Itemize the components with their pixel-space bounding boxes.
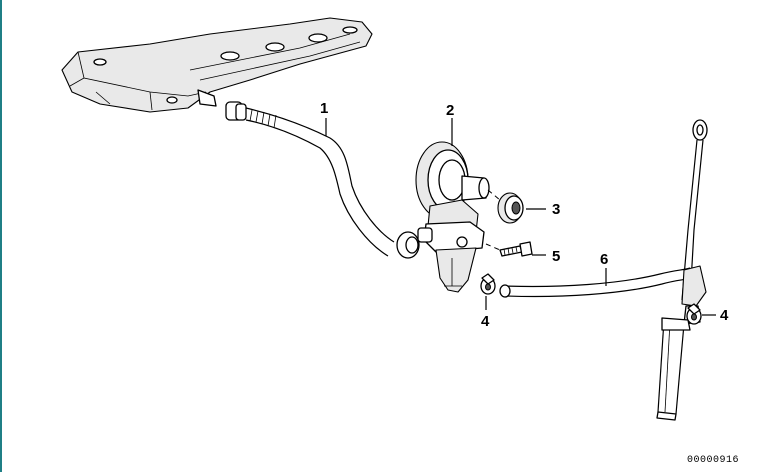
callout-6: 6 [600,251,608,268]
callout-3: 3 [552,201,560,218]
part-5-screw [499,241,533,257]
part-3-grommet [497,192,524,224]
part-1-vent-hose [225,101,420,259]
leader-lines [325,118,716,316]
part-6-return-hose [499,267,693,298]
callout-5: 5 [552,248,560,265]
dipstick-guide-tube-lower [656,119,708,421]
callout-1: 1 [320,100,328,117]
part-4-clamp-left [480,273,496,295]
callout-4-left: 4 [481,313,490,330]
document-number: 00000916 [686,455,739,466]
part-4-clamp-right [686,303,702,325]
callout-2: 2 [446,102,454,119]
cylinder-head-cover [61,17,373,113]
callout-4-right: 4 [720,307,729,324]
part-2-pressure-valve [415,141,490,293]
